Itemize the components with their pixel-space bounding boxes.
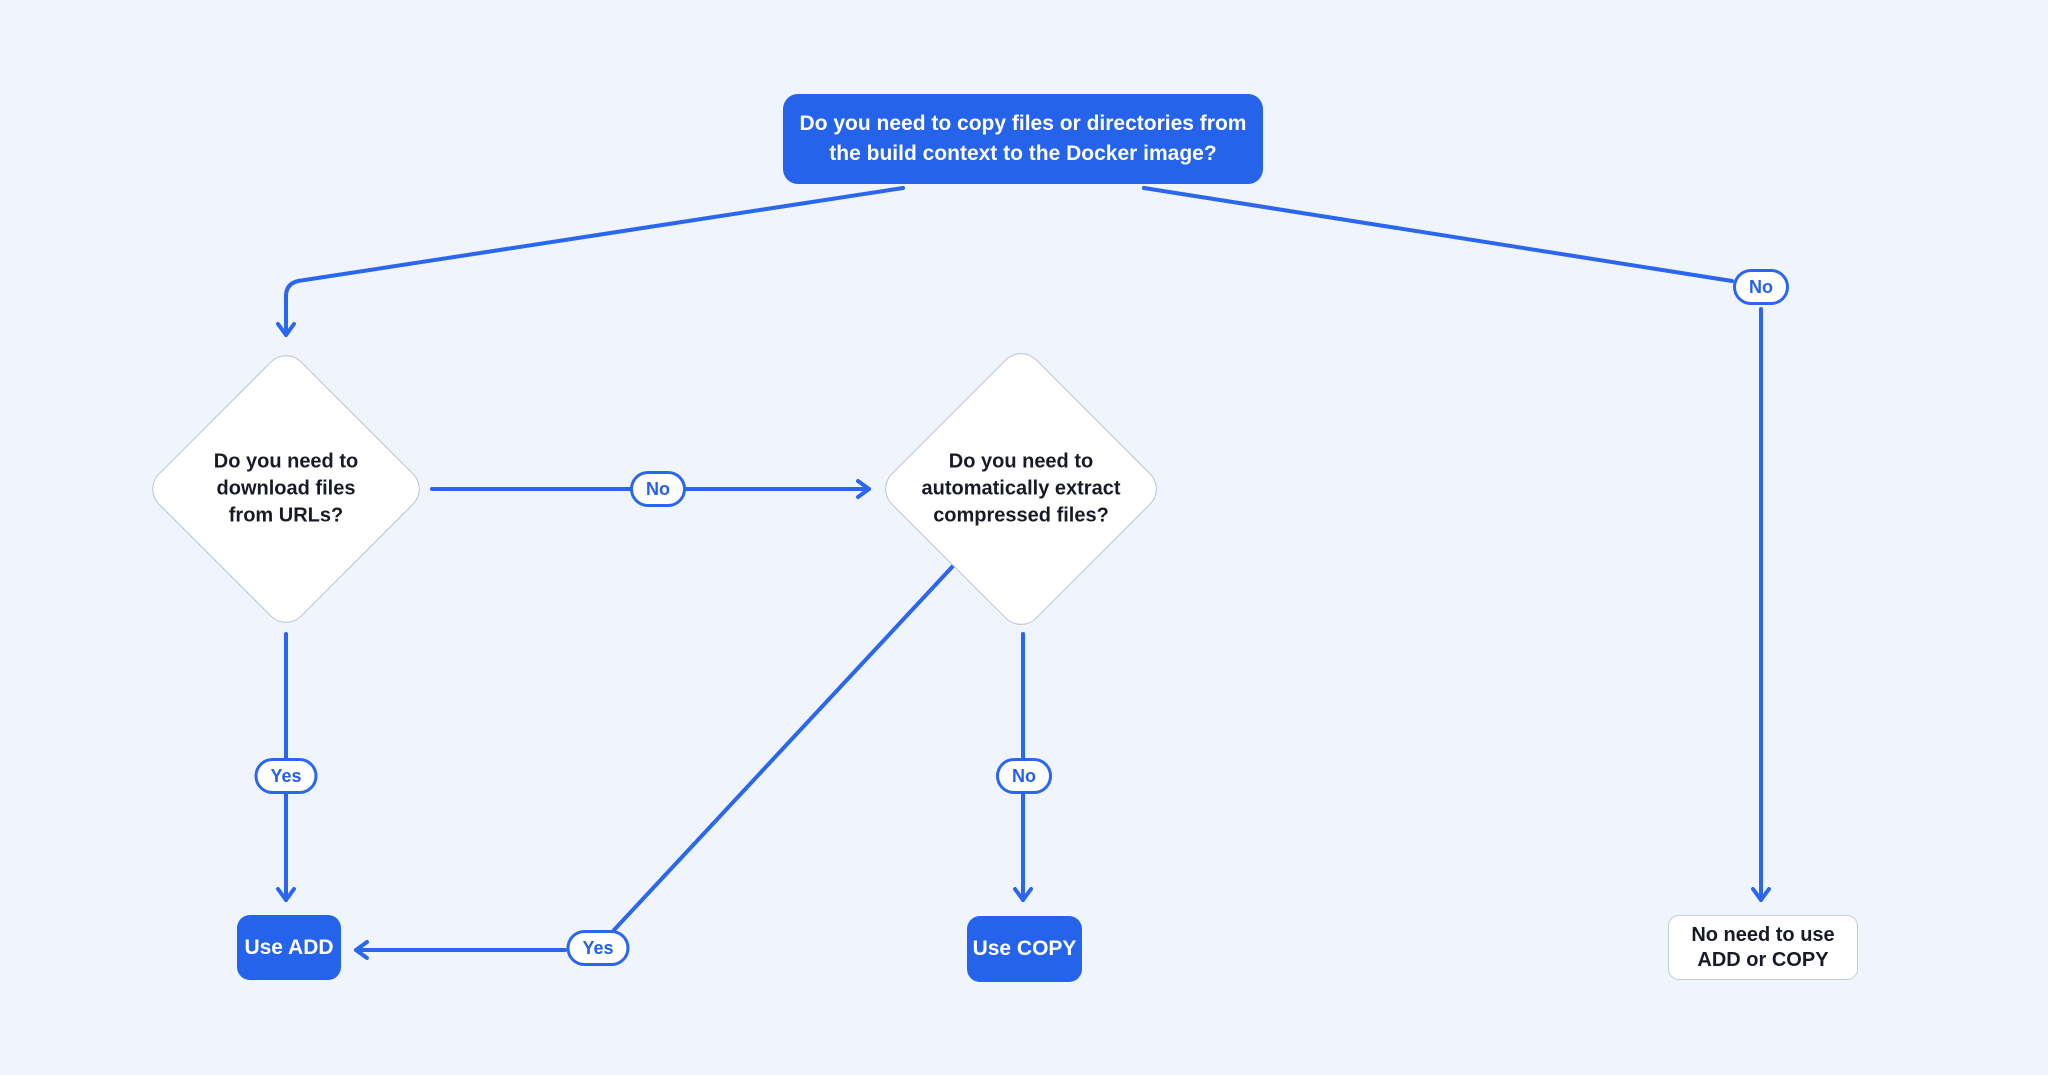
decision-extract-label: Do you need to automatically extract com…	[921, 450, 1121, 527]
edge-label-start-no: No	[1733, 269, 1789, 305]
node-start-question: Do you need to copy files or directories…	[783, 94, 1263, 184]
node-use-copy: Use COPY	[967, 916, 1082, 982]
edge-label-extract-no: No	[996, 758, 1052, 794]
node-no-need: No need to use ADD or COPY	[1668, 915, 1858, 980]
edge-extract-to-yes-pill	[612, 564, 955, 932]
edge-start-to-download	[276, 186, 905, 337]
node-use-add: Use ADD	[237, 915, 341, 980]
decision-download-label: Do you need to download files from URLs?	[213, 450, 359, 527]
edge-start-to-no-pill	[1142, 186, 1734, 283]
edge-label-download-no: No	[630, 471, 686, 507]
edge-label-extract-yes: Yes	[566, 930, 630, 966]
edge-label-download-yes: Yes	[254, 758, 318, 794]
